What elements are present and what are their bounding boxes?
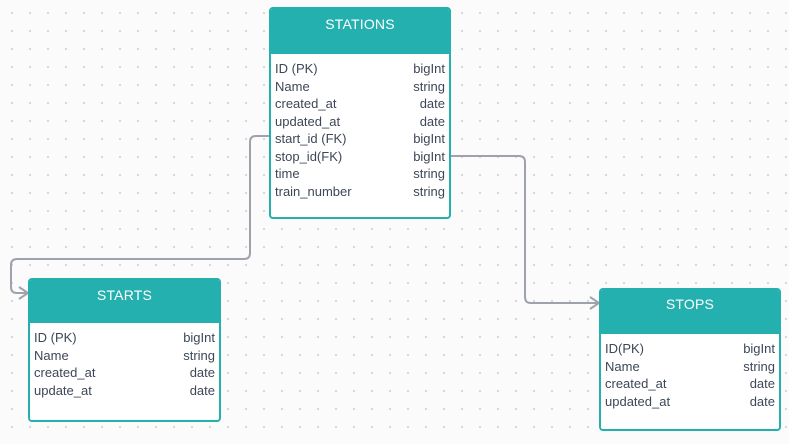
table-header-stations[interactable]: STATIONS	[271, 9, 449, 54]
column-row[interactable]: ID(PK) bigInt	[605, 340, 775, 358]
column-type: bigInt	[413, 61, 445, 76]
column-name: updated_at	[605, 393, 671, 409]
column-name: train_number	[275, 183, 352, 199]
column-row[interactable]: time string	[275, 165, 445, 183]
column-type: bigInt	[183, 330, 215, 345]
column-type: date	[749, 376, 775, 391]
connector-stop-id-to-stops[interactable]	[451, 155, 599, 304]
column-type: date	[419, 96, 445, 111]
column-row[interactable]: Name string	[275, 78, 445, 96]
table-starts[interactable]: STARTS ID (PK) bigInt Name string created_…	[28, 278, 221, 422]
column-row[interactable]: ID (PK) bigInt	[34, 329, 215, 347]
column-name: update_at	[34, 382, 92, 398]
column-name: start_id (FK)	[275, 131, 347, 146]
column-type: string	[743, 358, 775, 374]
column-type: date	[419, 113, 445, 129]
table-stops[interactable]: STOPS ID(PK) bigInt Name string created_at…	[599, 288, 781, 431]
column-name: updated_at	[275, 113, 341, 129]
column-type: date	[749, 393, 775, 409]
column-row[interactable]: updated_at date	[605, 393, 775, 411]
column-row[interactable]: created_at date	[605, 375, 775, 393]
column-name: created_at	[605, 376, 667, 391]
column-row[interactable]: created_at date	[275, 95, 445, 113]
column-type: string	[413, 78, 445, 94]
table-header-starts[interactable]: STARTS	[30, 280, 219, 323]
column-type: bigInt	[413, 131, 445, 146]
column-name: created_at	[275, 96, 337, 111]
column-name: ID (PK)	[34, 330, 77, 345]
column-row[interactable]: start_id (FK) bigInt	[275, 130, 445, 148]
column-type: bigInt	[413, 148, 445, 164]
column-row[interactable]: ID (PK) bigInt	[275, 60, 445, 78]
column-type: string	[183, 347, 215, 363]
column-name: ID (PK)	[275, 61, 318, 76]
column-name: time	[275, 166, 300, 181]
column-name: Name	[34, 347, 69, 363]
column-type: date	[189, 382, 215, 398]
column-type: bigInt	[743, 341, 775, 356]
column-type: date	[189, 365, 215, 380]
connector-start-id-to-starts[interactable]	[10, 135, 269, 294]
column-row[interactable]: train_number string	[275, 183, 445, 201]
table-header-stops[interactable]: STOPS	[601, 290, 779, 334]
column-name: stop_id(FK)	[275, 148, 343, 164]
column-row[interactable]: updated_at date	[275, 113, 445, 131]
column-type: string	[413, 166, 445, 181]
column-row[interactable]: stop_id(FK) bigInt	[275, 148, 445, 166]
column-row[interactable]: created_at date	[34, 364, 215, 382]
column-row[interactable]: update_at date	[34, 382, 215, 400]
column-name: created_at	[34, 365, 96, 380]
column-name: ID(PK)	[605, 341, 644, 356]
column-type: string	[413, 183, 445, 199]
column-name: Name	[605, 358, 640, 374]
column-name: Name	[275, 78, 310, 94]
table-stations[interactable]: STATIONS ID (PK) bigInt Name string create…	[269, 7, 451, 219]
column-row[interactable]: Name string	[34, 347, 215, 365]
column-row[interactable]: Name string	[605, 358, 775, 376]
